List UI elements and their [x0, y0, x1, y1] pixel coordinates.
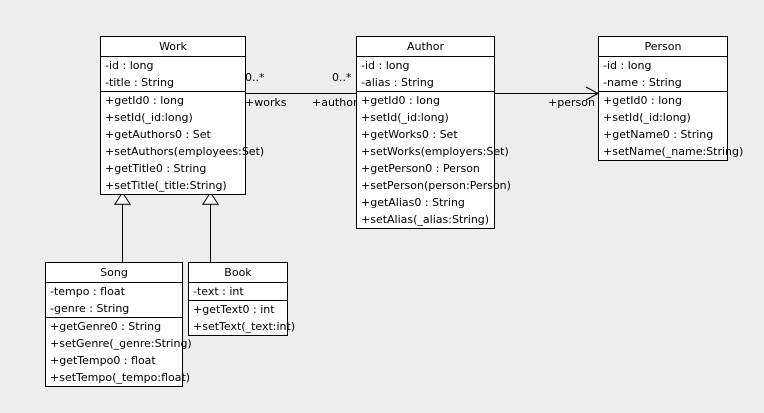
role-label-authors: +authors	[312, 96, 364, 109]
multiplicity-author-end: 0..*	[332, 71, 352, 84]
class-box-song[interactable]: Song -tempo : float -genre : String +get…	[45, 262, 192, 387]
operation-row: +getName0 : String	[603, 128, 714, 141]
class-attributes-author: -id : long -alias : String	[357, 57, 494, 92]
operation-row: +getAlias0 : String	[361, 196, 465, 209]
class-box-book[interactable]: Book -text : int +getText0 : int +setTex…	[188, 262, 296, 336]
role-label-person: +person	[548, 96, 595, 109]
class-name-author: Author	[357, 37, 494, 57]
operation-row: +setName(_name:String)	[603, 145, 744, 158]
operation-row: +getText0 : int	[193, 303, 275, 316]
association-line-work-author	[245, 93, 356, 94]
attribute-row: -text : int	[193, 285, 244, 298]
association-line-author-person	[495, 93, 598, 94]
operation-row: +getTitle0 : String	[105, 162, 207, 175]
class-operations-person: +getId0 : long +setId(_id:long) +getName…	[599, 92, 744, 160]
attribute-row: -genre : String	[50, 302, 130, 315]
class-name-book: Book	[189, 263, 287, 283]
operation-row: +setId(_id:long)	[603, 111, 691, 124]
operation-row: +getWorks0 : Set	[361, 128, 458, 141]
class-box-author[interactable]: Author -id : long -alias : String +getId…	[356, 36, 511, 229]
attribute-row: -name : String	[603, 76, 682, 89]
operation-row: +setGenre(_genre:String)	[50, 337, 192, 350]
class-operations-author: +getId0 : long +setId(_id:long) +getWork…	[357, 92, 511, 228]
class-attributes-person: -id : long -name : String	[599, 57, 727, 92]
attribute-row: -id : long	[603, 59, 652, 72]
multiplicity-work-end: 0..*	[245, 71, 265, 84]
class-box-work[interactable]: Work -id : long -title : String +getId0 …	[100, 36, 265, 195]
attribute-row: -alias : String	[361, 76, 434, 89]
operation-row: +setTitle(_title:String)	[105, 179, 227, 192]
operation-row: +setWorks(employers:Set)	[361, 145, 509, 158]
class-attributes-work: -id : long -title : String	[101, 57, 245, 92]
operation-row: +getAuthors0 : Set	[105, 128, 211, 141]
role-label-works: +works	[245, 96, 287, 109]
operation-row: +getGenre0 : String	[50, 320, 162, 333]
class-box-person[interactable]: Person -id : long -name : String +getId0…	[598, 36, 744, 161]
operation-row: +setId(_id:long)	[105, 111, 193, 124]
class-name-person: Person	[599, 37, 727, 57]
attribute-row: -tempo : float	[50, 285, 125, 298]
operation-row: +getTempo0 : float	[50, 354, 156, 367]
operation-row: +setText(_text:int)	[193, 320, 296, 333]
operation-row: +getId0 : long	[105, 94, 184, 107]
class-operations-work: +getId0 : long +setId(_id:long) +getAuth…	[101, 92, 265, 194]
operation-row: +getId0 : long	[603, 94, 682, 107]
class-attributes-song: -tempo : float -genre : String	[46, 283, 182, 318]
attribute-row: -title : String	[105, 76, 175, 89]
operation-row: +setId(_id:long)	[361, 111, 449, 124]
operation-row: +setTempo(_tempo:float)	[50, 371, 191, 384]
class-operations-song: +getGenre0 : String +setGenre(_genre:Str…	[46, 318, 192, 386]
operation-row: +setAlias(_alias:String)	[361, 213, 490, 226]
class-operations-book: +getText0 : int +setText(_text:int)	[189, 301, 296, 335]
operation-row: +setPerson(person:Person)	[361, 179, 511, 192]
attribute-row: -id : long	[105, 59, 154, 72]
generalization-line-song	[122, 204, 123, 262]
operation-row: +getId0 : long	[361, 94, 440, 107]
attribute-row: -id : long	[361, 59, 410, 72]
class-name-work: Work	[101, 37, 245, 57]
generalization-line-book	[210, 204, 211, 262]
operation-row: +getPerson0 : Person	[361, 162, 480, 175]
operation-row: +setAuthors(employees:Set)	[105, 145, 265, 158]
class-attributes-book: -text : int	[189, 283, 287, 301]
class-name-song: Song	[46, 263, 182, 283]
